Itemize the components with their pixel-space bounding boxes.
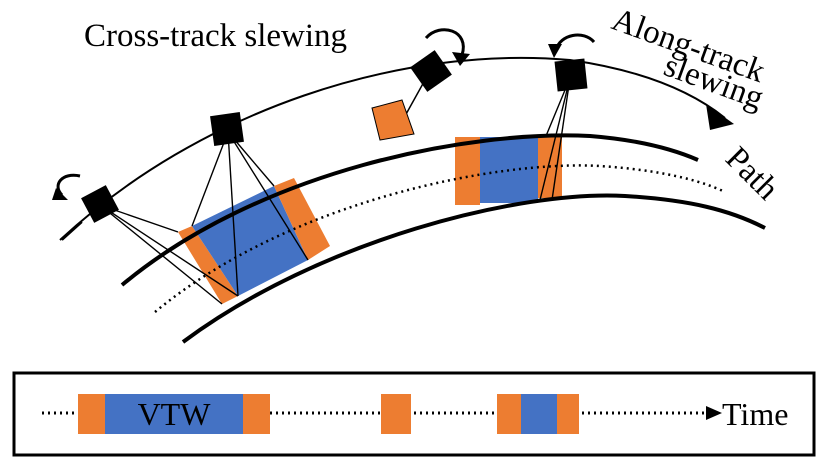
timeline-small-orange-b	[557, 394, 579, 434]
vtw-block-left	[178, 178, 330, 304]
satellite-4-rotation-arrow-icon	[554, 33, 596, 51]
vtw-left-orange-b	[274, 178, 330, 260]
path-label: Path	[718, 140, 785, 207]
timeline-arrowhead-icon	[706, 406, 722, 420]
satellite-3-rotation-arrow-icon	[424, 28, 465, 56]
timeline-vtw-orange-b	[243, 394, 270, 434]
satellite-4	[548, 33, 596, 92]
timeline-single-slot	[381, 394, 411, 434]
orbit-arrowhead	[706, 104, 734, 130]
timeline-small-blue	[521, 394, 557, 434]
satellite-1-antenna	[61, 221, 83, 241]
satellite-3-footprint	[371, 99, 415, 141]
swath-lower-boundary	[181, 193, 766, 344]
satellite-3-rotation-arrowhead-icon	[452, 52, 470, 66]
satellite-1-body	[81, 185, 119, 223]
timeline-time-label: Time	[722, 396, 788, 432]
timeline-vtw: VTW	[78, 394, 270, 434]
timeline-vtw-orange-a	[78, 394, 105, 434]
satellite-2-body	[210, 112, 244, 146]
swath-upper-boundary	[120, 133, 699, 287]
timeline-vtw-label: VTW	[138, 396, 212, 432]
satellite-4-rotation-arrowhead-icon	[548, 44, 562, 58]
satellite-2	[210, 112, 244, 146]
satellite-1-rotation-arrow-icon	[56, 173, 81, 197]
ground-path	[154, 164, 726, 313]
timeline-legend: VTW Time	[12, 371, 816, 457]
satellite-3-body	[410, 50, 452, 92]
timeline-small-vtw	[497, 394, 579, 434]
satellite-1	[52, 173, 119, 241]
vtw-left-orange-a	[178, 226, 238, 304]
timeline-small-orange-a	[497, 394, 521, 434]
orbit-arc	[59, 56, 726, 241]
vtw-right-orange-a	[455, 137, 480, 205]
cross-track-label: Cross-track slewing	[84, 18, 347, 54]
satellite-3	[371, 28, 470, 141]
satellite-4-body	[554, 58, 588, 92]
satellite-1-rotation-arrowhead-icon	[52, 188, 68, 200]
timeline-vtw-blue	[105, 394, 243, 434]
